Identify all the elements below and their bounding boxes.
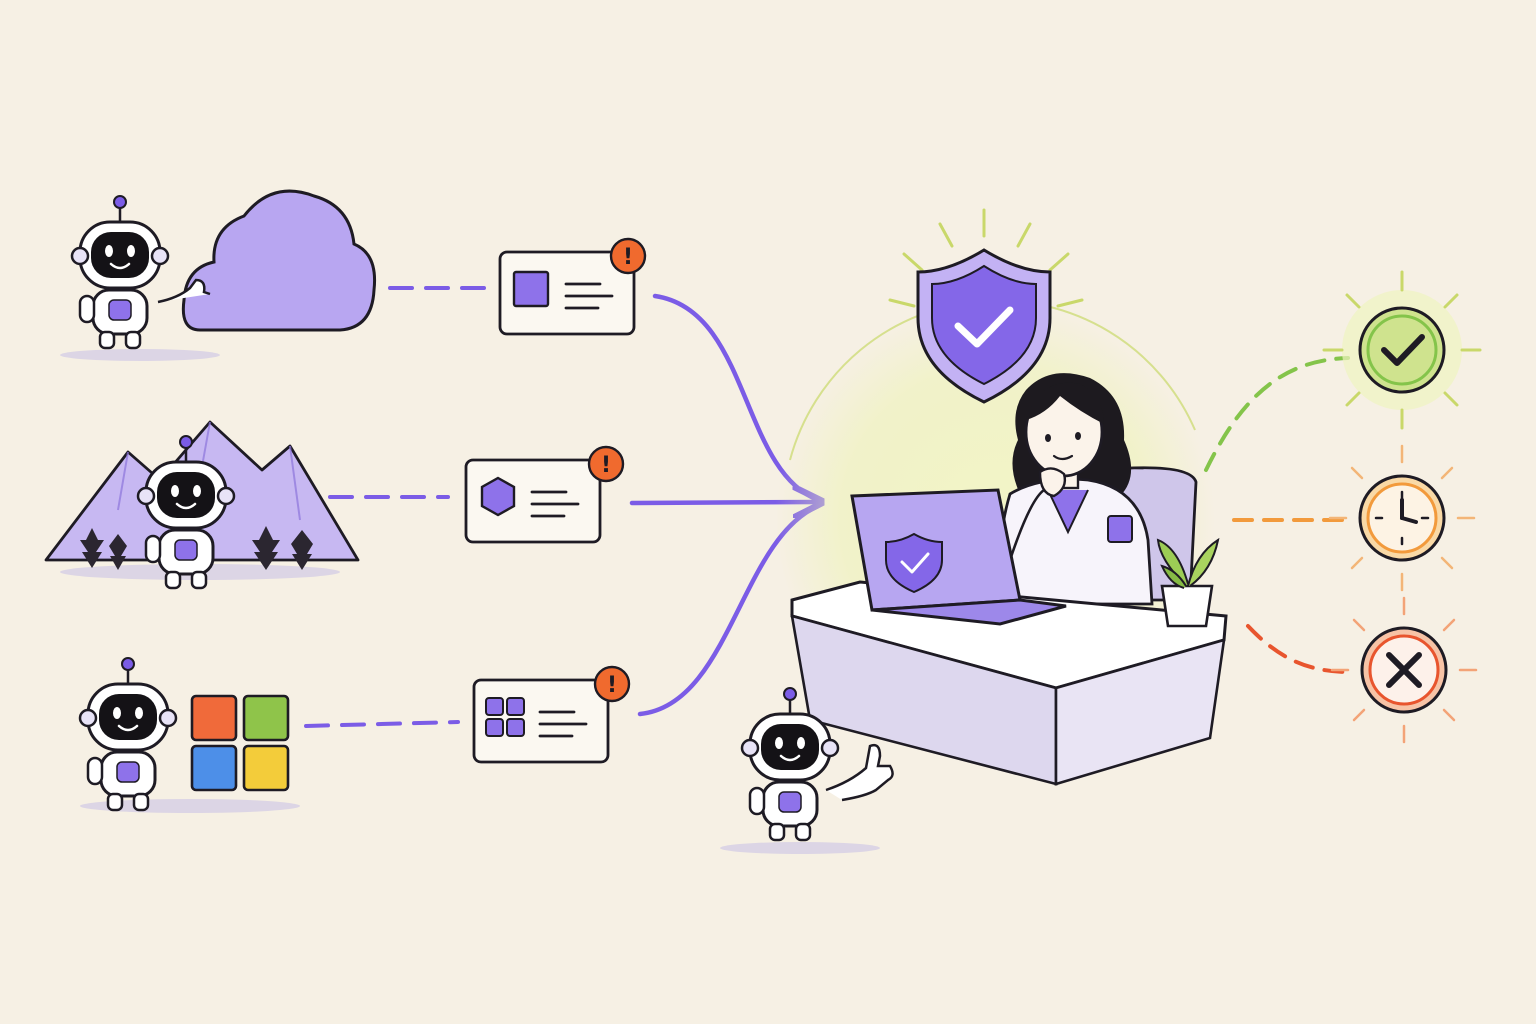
hexagon-icon: [480, 476, 516, 517]
grid-icon: [485, 697, 525, 737]
shield-check-icon: [954, 306, 1014, 348]
robot-windows: [78, 656, 178, 812]
alert-badge: !: [609, 237, 647, 275]
source-cloud-group: [60, 189, 377, 361]
source-windows-group: [78, 656, 300, 813]
card-mountains: !: [464, 445, 625, 544]
clock-icon: [1374, 490, 1430, 546]
link-windows-card: [304, 720, 460, 728]
card-windows: !: [472, 665, 631, 764]
link-approved: [1204, 356, 1350, 472]
cloud-icon: [181, 189, 377, 332]
link-rejected: [1246, 624, 1352, 674]
laptop-shield-icon: [885, 532, 943, 594]
square-icon: [512, 270, 550, 308]
desk: [790, 580, 1228, 786]
windows-logo-icon: [190, 694, 290, 792]
robot-thumbs-up: [720, 686, 894, 854]
thumbs-up-icon: [825, 743, 894, 802]
plant-icon: [1156, 537, 1220, 628]
outcome-links: [1204, 356, 1352, 674]
outcome-approved: [1322, 270, 1482, 430]
alert-glyph: !: [607, 673, 617, 698]
coat-badge: [1107, 515, 1133, 543]
card-cloud: !: [498, 237, 647, 336]
alert-glyph: !: [601, 453, 611, 478]
laptop: [850, 488, 1067, 626]
robot-cloud: [70, 194, 170, 350]
outcome-pending: [1328, 444, 1476, 592]
alert-badge: !: [593, 665, 631, 703]
checkmark-icon: [1381, 334, 1425, 366]
outcome-rejected: [1330, 596, 1478, 744]
source-mountains-group: [44, 420, 360, 590]
alert-badge: !: [587, 445, 625, 483]
alert-glyph: !: [623, 245, 633, 270]
x-icon: [1386, 652, 1422, 688]
shield-icon: [888, 208, 1084, 404]
source-links: [304, 286, 488, 728]
pine-tree-icon: [80, 526, 313, 570]
reviewer-scene: [997, 373, 1198, 606]
